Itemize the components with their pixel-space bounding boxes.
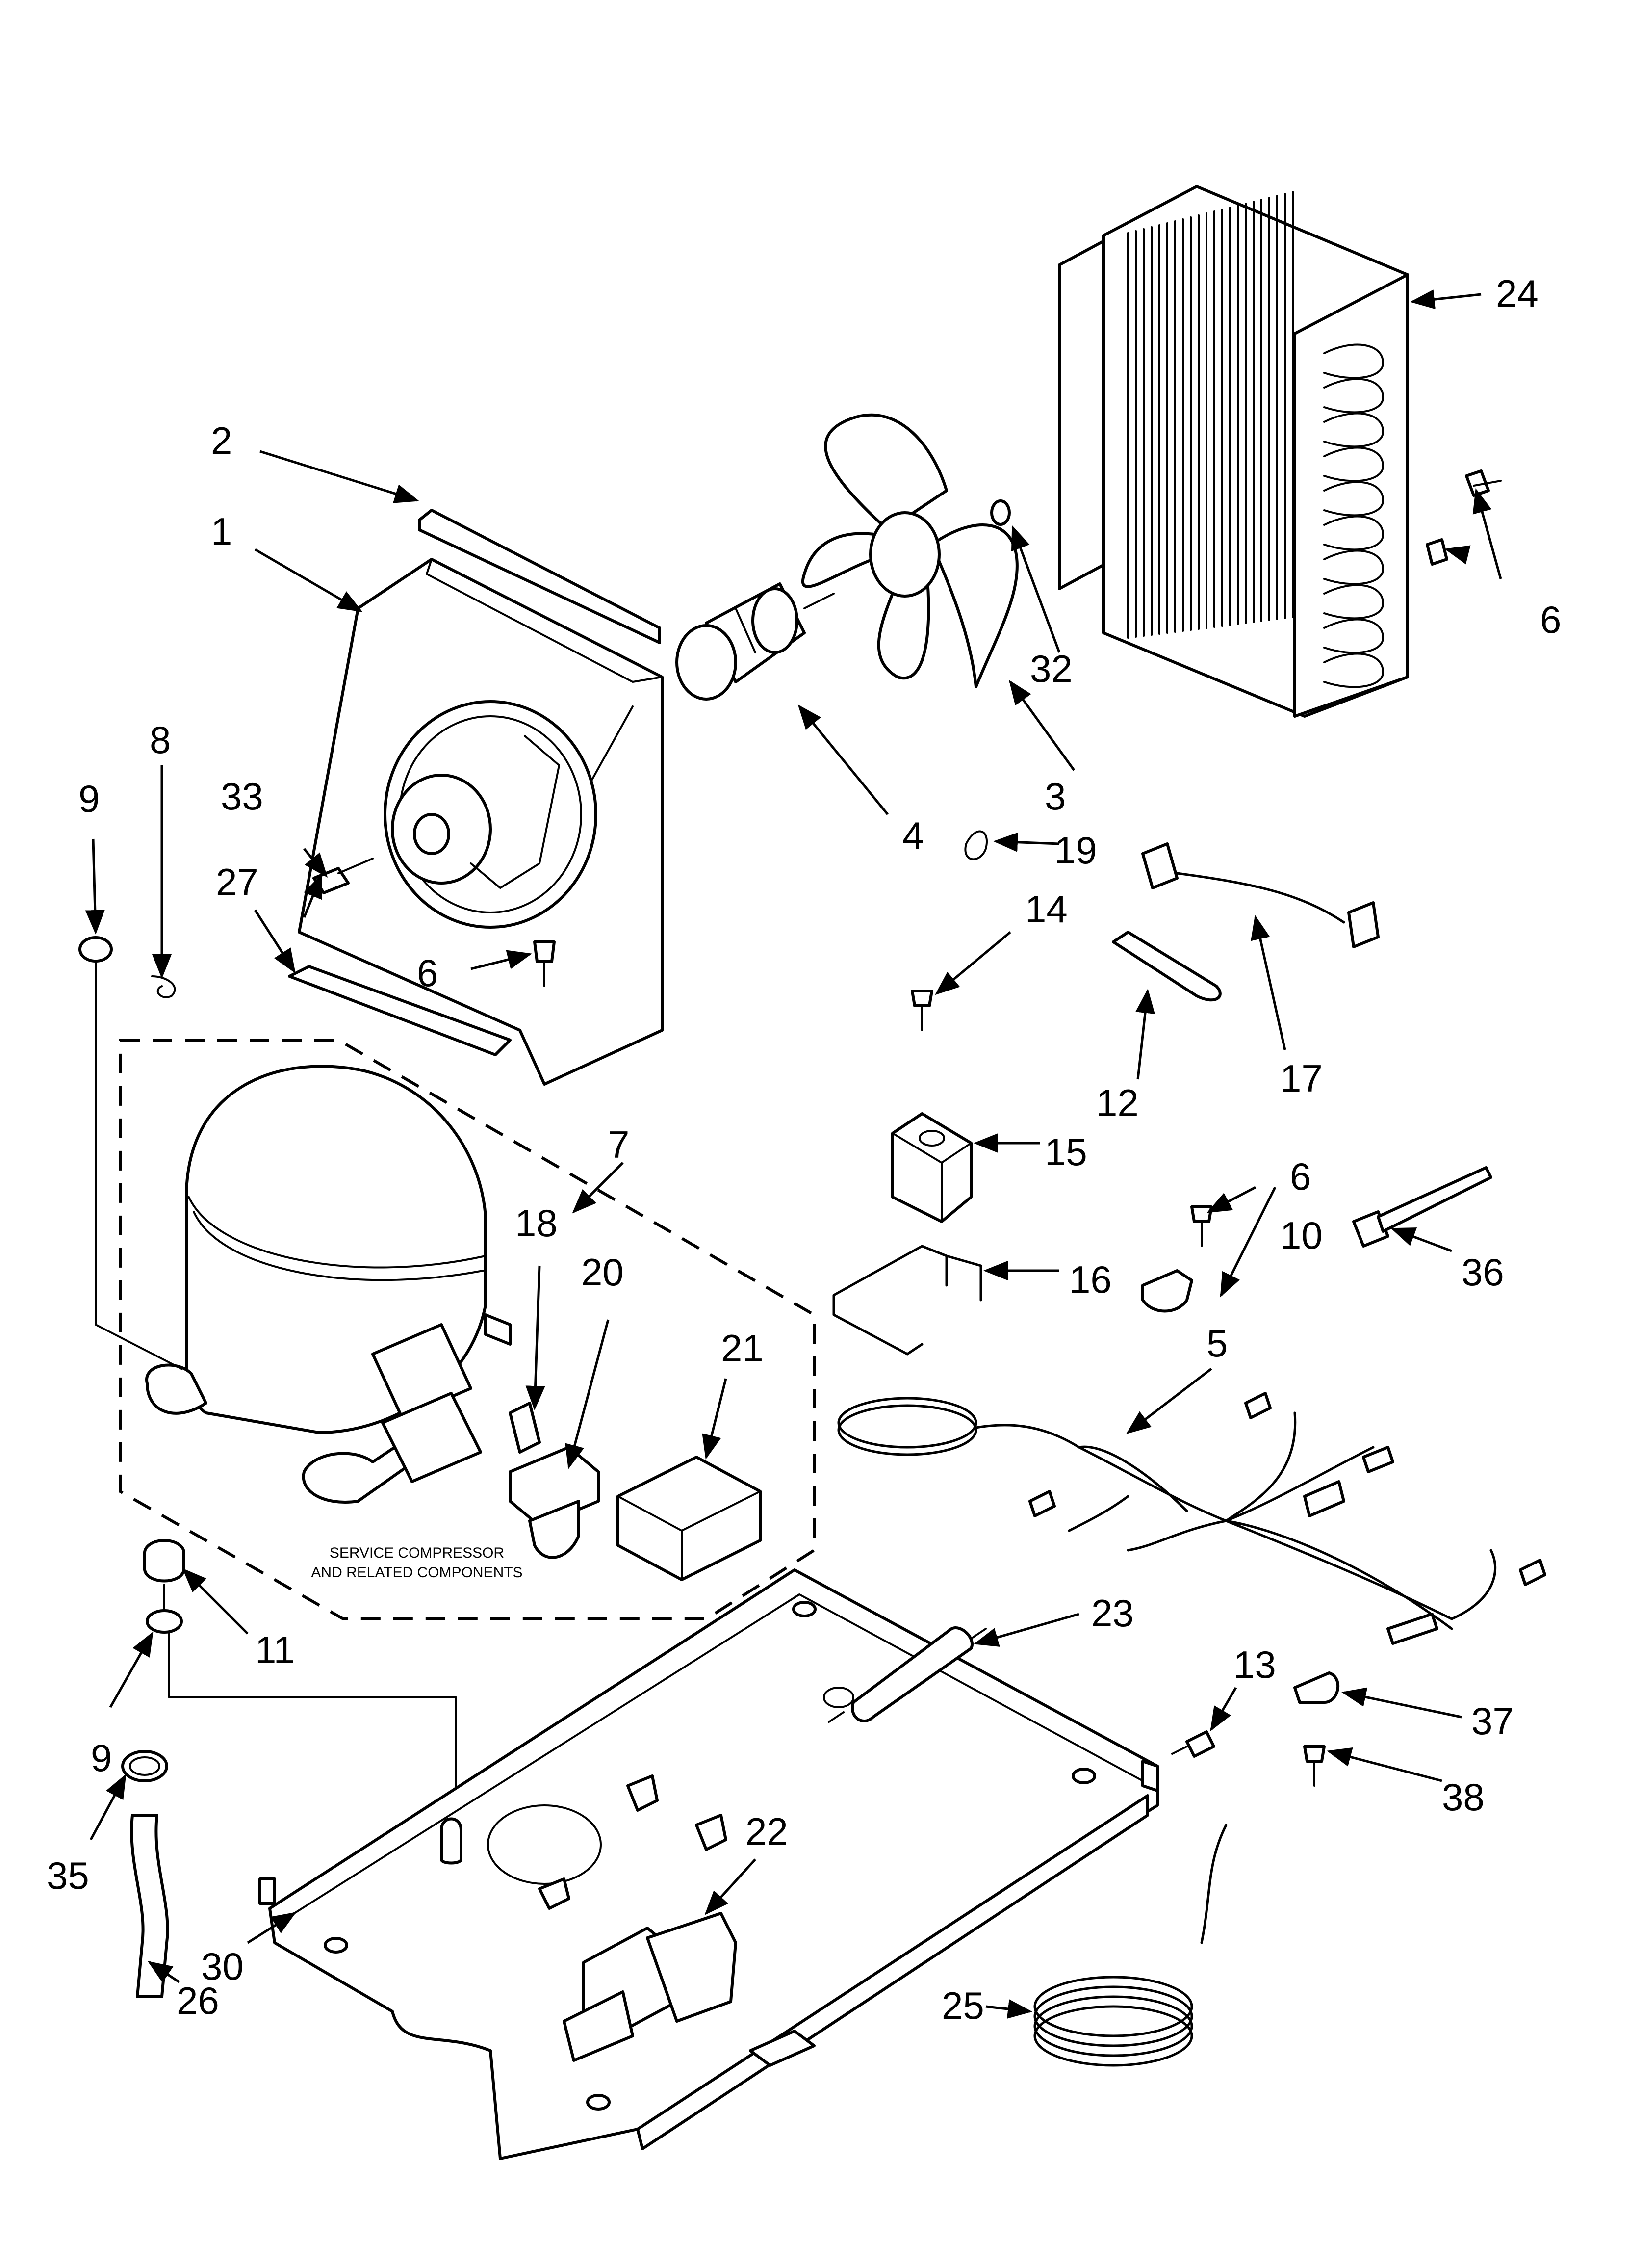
callout-6a: 6 xyxy=(417,951,438,994)
clip-10 xyxy=(1141,1269,1193,1313)
callout-9a: 9 xyxy=(78,777,100,820)
callout-23: 23 xyxy=(1091,1591,1134,1635)
callout-22: 22 xyxy=(745,1810,788,1853)
callout-5: 5 xyxy=(1206,1322,1228,1365)
base-pan xyxy=(258,1568,1159,2160)
grommet-9-bottom xyxy=(146,1609,183,1634)
callout-12: 12 xyxy=(1096,1081,1139,1124)
coil-bend xyxy=(1323,378,1384,414)
callout-15: 15 xyxy=(1045,1130,1087,1173)
cable-tie-36 xyxy=(1352,1166,1492,1248)
filter-drier-23 xyxy=(851,1626,974,1722)
callout-21: 21 xyxy=(721,1327,764,1370)
callout-27: 27 xyxy=(216,860,258,904)
coil-bend xyxy=(1323,515,1384,551)
screw-6-condenser-a xyxy=(1465,469,1502,497)
clip-19 xyxy=(964,830,988,860)
fan-motor xyxy=(675,582,835,701)
leader-left xyxy=(95,961,182,1370)
service-note-line2: AND RELATED COMPONENTS xyxy=(311,1564,522,1581)
callout-37: 37 xyxy=(1471,1699,1514,1743)
callout-labels: 1 2 3 4 5 6 6 6 7 8 9 9 10 11 12 13 14 1… xyxy=(47,272,1561,2027)
fan-blade xyxy=(801,413,1019,688)
coil-bend xyxy=(1323,412,1384,448)
callout-19: 19 xyxy=(1054,829,1097,872)
callout-38: 38 xyxy=(1442,1775,1485,1819)
shroud-bracket xyxy=(288,965,512,1056)
screw-6-clip xyxy=(1190,1205,1213,1247)
service-note: SERVICE COMPRESSOR AND RELATED COMPONENT… xyxy=(311,1545,522,1581)
coil-bend xyxy=(1323,549,1384,585)
callout-13: 13 xyxy=(1233,1643,1276,1686)
tubing-coil-25 xyxy=(1033,1824,1228,2067)
coil-bend xyxy=(1323,652,1384,688)
callout-14: 14 xyxy=(1025,887,1068,931)
gasket-strip xyxy=(418,509,661,644)
grommet-9-top xyxy=(78,936,113,963)
callout-33: 33 xyxy=(221,775,263,818)
wire-connector-17 xyxy=(1141,842,1380,948)
fan-shroud xyxy=(298,558,664,1086)
solenoid-15 xyxy=(891,1112,973,1223)
leader-arrows xyxy=(85,289,1502,2019)
callout-2: 2 xyxy=(211,419,232,462)
drain-hose-26 xyxy=(130,1814,169,1998)
overload-18 xyxy=(509,1402,541,1454)
coil-bend xyxy=(1323,343,1384,379)
screw-6-condenser-b xyxy=(1426,538,1448,566)
callout-6b: 6 xyxy=(1540,598,1561,641)
callout-35: 35 xyxy=(47,1854,89,1897)
screw-14 xyxy=(911,990,933,1031)
coil-bend xyxy=(1323,446,1384,482)
coil-bend xyxy=(1323,584,1384,620)
screw-13 xyxy=(1171,1730,1215,1758)
callout-20: 20 xyxy=(581,1251,624,1294)
mount-11 xyxy=(143,1539,185,1583)
coil-bend xyxy=(1323,481,1384,517)
wire-harness-5 xyxy=(837,1392,1546,1645)
callout-6c: 6 xyxy=(1290,1155,1311,1198)
relay-20 xyxy=(509,1446,600,1559)
screw-6-shroud xyxy=(533,940,556,987)
compressor-group-outline xyxy=(119,1039,816,1620)
tube-12 xyxy=(1112,931,1222,1002)
callout-16: 16 xyxy=(1069,1258,1112,1301)
callout-8: 8 xyxy=(150,718,171,761)
callout-32: 32 xyxy=(1030,647,1073,690)
callout-9b: 9 xyxy=(91,1736,112,1779)
clip-8 xyxy=(151,975,176,998)
screw-38 xyxy=(1303,1745,1326,1787)
callout-36: 36 xyxy=(1462,1251,1504,1294)
clip-37 xyxy=(1293,1671,1339,1704)
callout-18: 18 xyxy=(515,1201,558,1245)
callout-24: 24 xyxy=(1496,272,1539,315)
capacitor-21 xyxy=(616,1456,762,1581)
callout-4: 4 xyxy=(902,814,924,857)
valve-22 xyxy=(563,1912,737,2062)
callout-11: 11 xyxy=(255,1628,295,1671)
leader-mount xyxy=(163,1584,457,1816)
callout-17: 17 xyxy=(1280,1057,1323,1100)
callout-30: 30 xyxy=(201,1945,244,1988)
callout-26: 26 xyxy=(177,1979,219,2022)
coil-bend xyxy=(1323,618,1384,654)
callout-1: 1 xyxy=(211,510,232,553)
hose-clamp-35 xyxy=(121,1750,168,1782)
callout-3: 3 xyxy=(1045,775,1066,818)
condenser-coil xyxy=(1058,185,1409,718)
service-note-line1: SERVICE COMPRESSOR xyxy=(330,1545,504,1561)
callout-7: 7 xyxy=(608,1123,629,1166)
bracket-16 xyxy=(832,1245,982,1356)
callout-10: 10 xyxy=(1280,1214,1323,1257)
fan-washer xyxy=(990,499,1011,526)
compressor xyxy=(145,1065,512,1504)
callout-25: 25 xyxy=(942,1984,984,2027)
